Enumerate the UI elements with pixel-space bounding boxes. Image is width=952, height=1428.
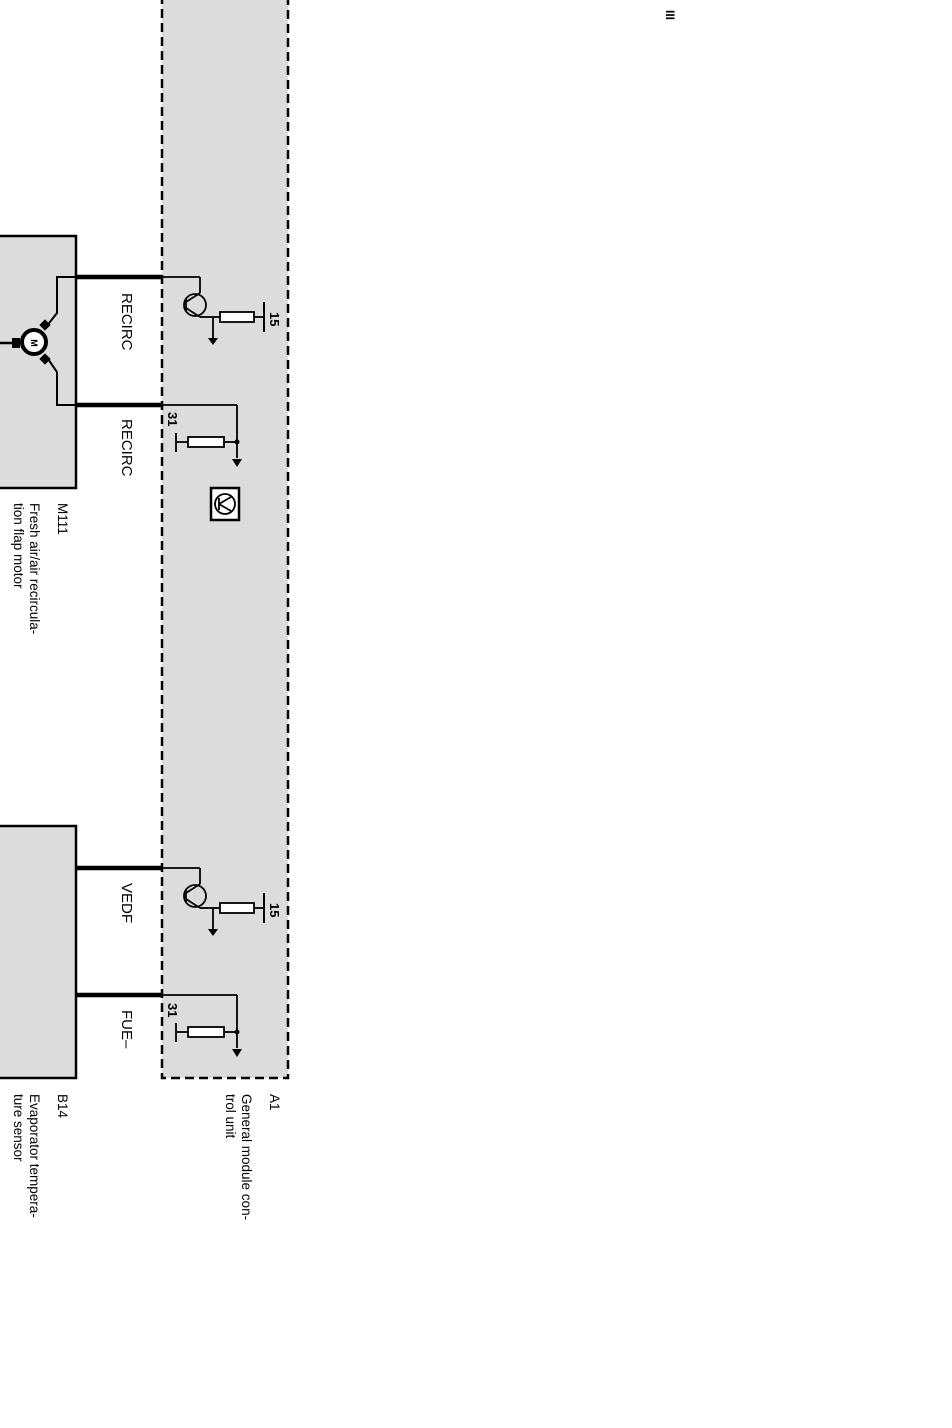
a1-desc-line2: trol unit [223,1094,238,1139]
wires [76,274,162,998]
b14-desc-line1: Evaporator tempera- [27,1094,42,1218]
ground-arrow-top-2 [232,459,242,467]
a1-desc-line1: General module con- [239,1094,254,1220]
wire-label-fue: FUE– [118,1010,135,1049]
transistor-bottom-icon [162,867,220,929]
a1-control-unit-area [160,0,290,1080]
pin-15-top: 15 [267,312,282,326]
pin-31-top: 31 [165,412,180,426]
resistor-bottom-1 [219,902,255,914]
control-unit-symbol-icon [209,486,241,522]
motor-symbol-icon: M [20,319,51,365]
wire-label-vedf: VEDF [118,883,135,923]
b14-desc-line2: ture sensor [11,1094,26,1162]
m111-desc-line2: tion flap motor [11,503,26,589]
page-marker: III [663,10,677,20]
resistor-top-1 [219,311,255,323]
ground-arrow-top-1 [208,338,218,345]
ground-arrow-bottom-2 [232,1049,242,1057]
a1-id: A1 [267,1094,282,1111]
pin-15-bottom: 15 [267,903,282,917]
m111-component-box [0,234,78,490]
wire-label-recirc-2: RECIRC [118,419,135,477]
transistor-top-icon [162,276,220,338]
resistor-bottom-2 [187,1026,225,1038]
b14-component-box [0,824,78,1080]
node-bottom [234,1029,240,1035]
pin-31-bottom: 31 [165,1003,180,1017]
wire-label-recirc-1: RECIRC [118,293,135,351]
motor-label: M [29,339,39,347]
pulldown-bottom [162,994,238,1048]
m111-id: M111 [55,503,70,535]
ground-arrow-bottom-1 [208,929,218,936]
node-top [234,439,240,445]
resistor-top-2 [187,436,225,448]
b14-id: B14 [55,1094,70,1119]
motor-shaft-block [12,338,20,348]
m111-desc-line1: Fresh air/air recircula- [27,503,42,634]
